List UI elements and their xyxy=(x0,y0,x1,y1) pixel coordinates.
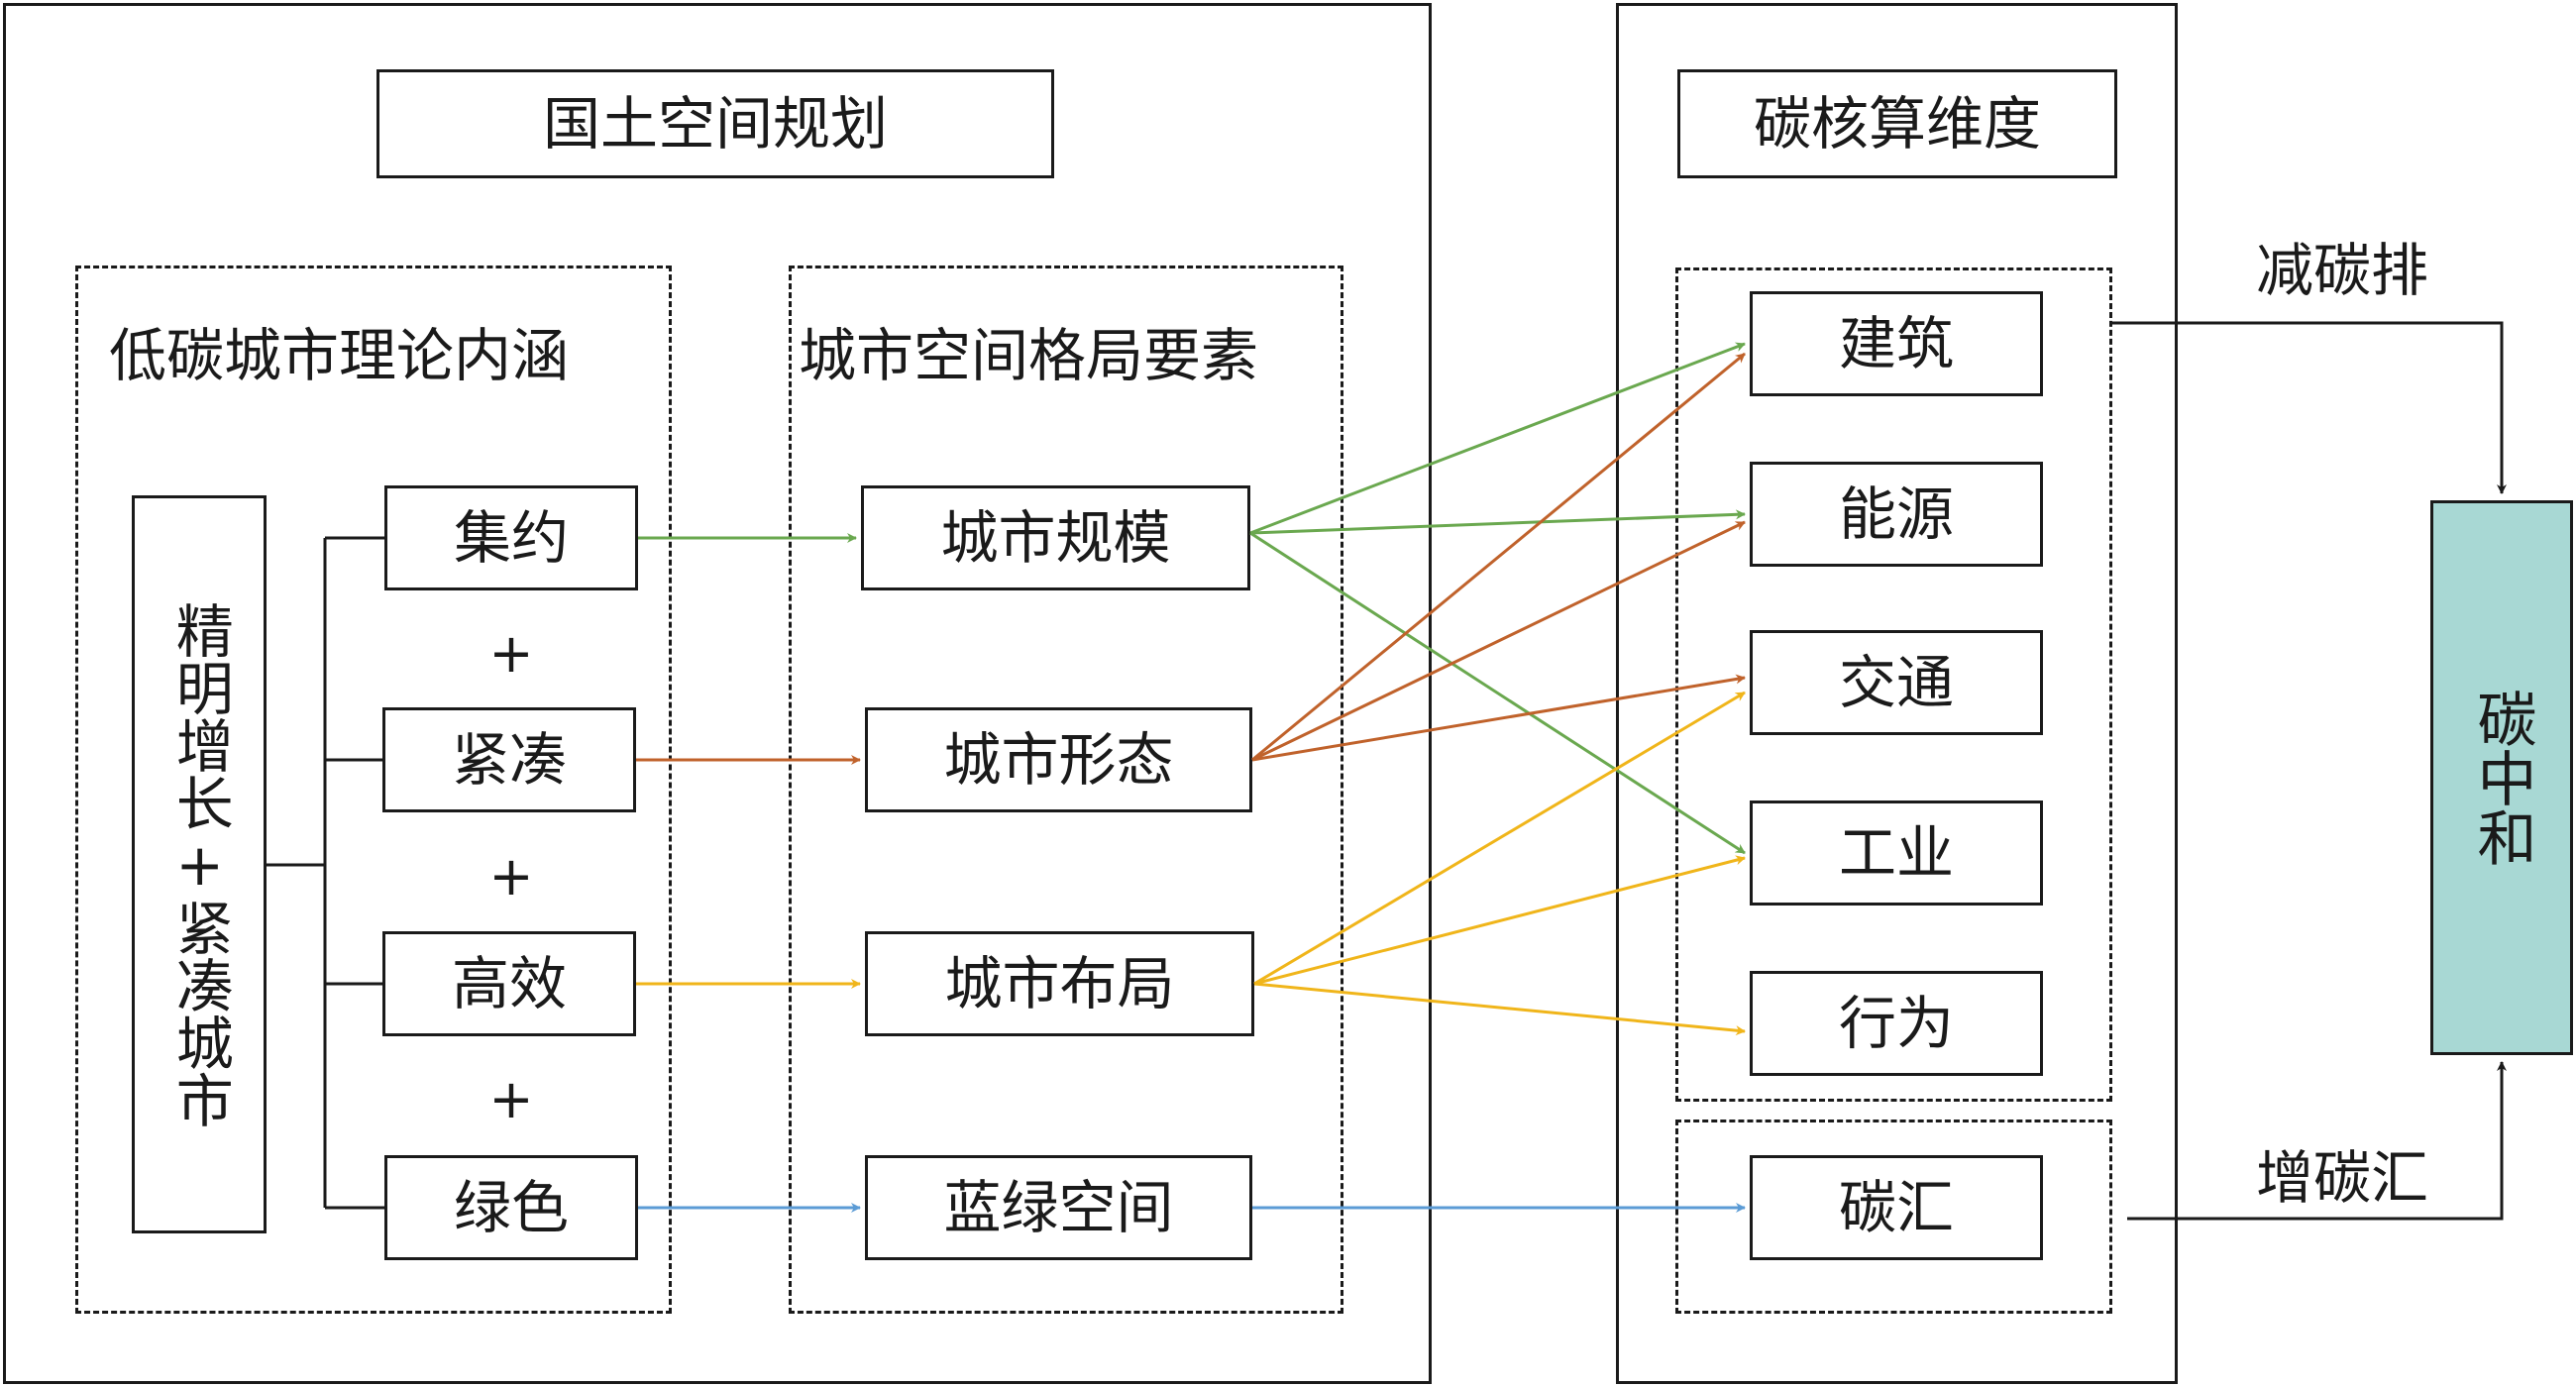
elements-title: 城市空间格局要素 xyxy=(799,322,1259,389)
dimension-building: 建筑 xyxy=(1750,291,2043,396)
theory-group xyxy=(75,266,672,1314)
dimension-behavior: 行为 xyxy=(1750,971,2043,1076)
arrow-layout-to-industry xyxy=(1253,855,1746,986)
arrow-form-to-energy xyxy=(1251,520,1746,762)
carbon-sink-group xyxy=(1675,1120,2112,1314)
arrow-reduce-emission xyxy=(2112,321,2507,494)
element-city-form: 城市形态 xyxy=(865,707,1252,812)
carbon-accounting-title: 碳核算维度 xyxy=(1677,69,2117,178)
element-city-layout: 城市布局 xyxy=(865,931,1254,1036)
arrow-layout-to-transport xyxy=(1253,691,1746,986)
plus-sign-2: + xyxy=(488,845,534,907)
principle-intensive: 集约 xyxy=(384,485,638,590)
carbon-neutrality-box: 碳中和 xyxy=(2430,500,2573,1055)
dimension-transport: 交通 xyxy=(1750,630,2043,735)
principle-compact: 紧凑 xyxy=(382,707,636,812)
arrow-increase-sink xyxy=(2127,1061,2507,1221)
principle-green: 绿色 xyxy=(384,1155,638,1260)
principle-efficient: 高效 xyxy=(382,931,636,1036)
reduce-emission-label: 减碳排 xyxy=(2256,237,2429,304)
arrow-layout-to-behavior xyxy=(1253,982,1746,1036)
element-city-scale: 城市规模 xyxy=(861,485,1250,590)
smart-growth-compact-city-box: 精明增长+紧凑城市 xyxy=(132,495,267,1233)
arrow-form-to-building xyxy=(1251,352,1746,762)
element-blue-green-space: 蓝绿空间 xyxy=(865,1155,1252,1260)
principles-bracket xyxy=(267,536,384,1210)
elements-group xyxy=(789,266,1343,1314)
dimension-industry: 工业 xyxy=(1750,800,2043,906)
dimension-carbon-sink: 碳汇 xyxy=(1750,1155,2043,1260)
arrow-form-to-transport xyxy=(1251,674,1746,762)
increase-sink-label: 增碳汇 xyxy=(2256,1144,2429,1212)
theory-title: 低碳城市理论内涵 xyxy=(109,322,570,389)
dimension-energy: 能源 xyxy=(1750,462,2043,567)
arrow-scale-to-industry xyxy=(1249,531,1746,855)
emission-dimensions-group xyxy=(1675,267,2112,1102)
arrow-scale-to-energy xyxy=(1249,509,1746,535)
spatial-planning-title: 国土空间规划 xyxy=(376,69,1054,178)
plus-sign-3: + xyxy=(488,1068,534,1130)
arrow-scale-to-building xyxy=(1249,342,1746,535)
plus-sign-1: + xyxy=(488,622,534,685)
